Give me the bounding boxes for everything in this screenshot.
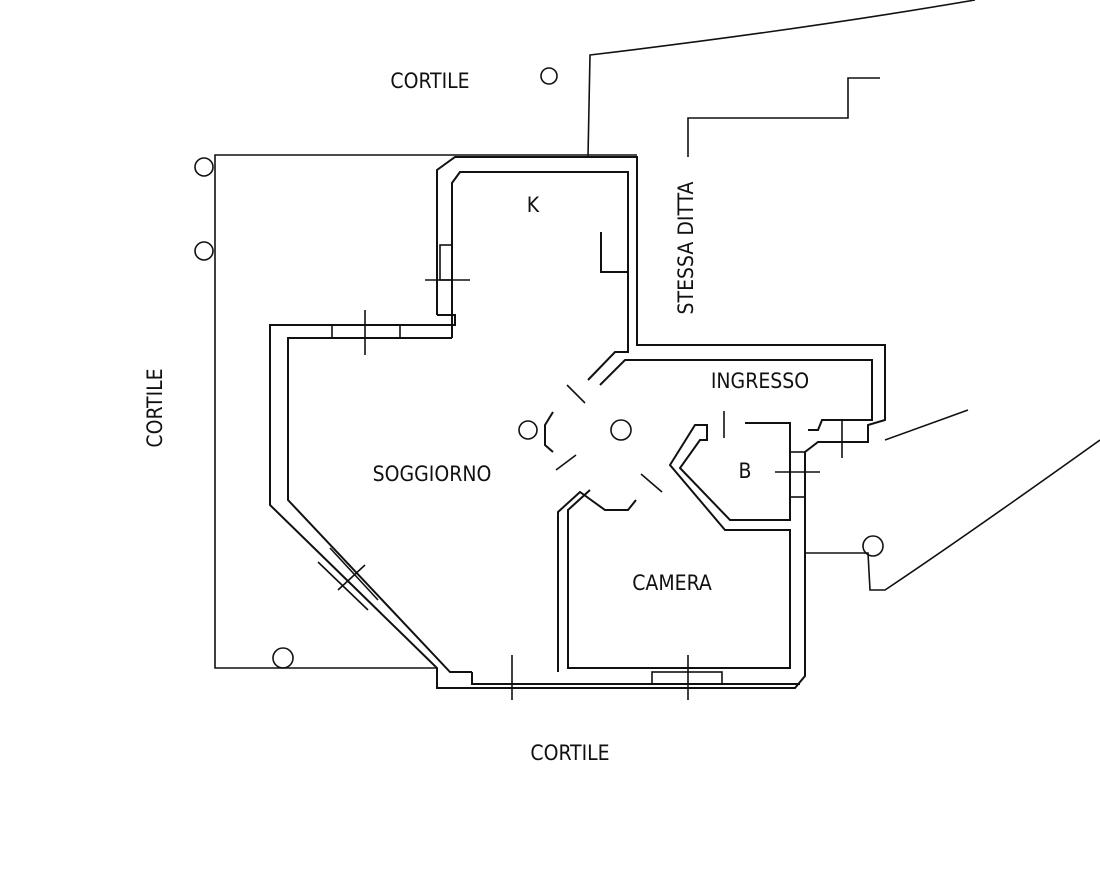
- kitchen-inner-wall: [451, 171, 629, 381]
- label-bedroom: CAMERA: [632, 571, 712, 595]
- living-inner-wall: [287, 337, 472, 673]
- window: [317, 244, 843, 700]
- column-marker: [194, 241, 214, 261]
- neighbour-outline-top: [587, 0, 976, 158]
- door-leaf: [640, 473, 663, 493]
- label-living-room: SOGGIORNO: [373, 462, 492, 486]
- hall-niche: [544, 411, 554, 453]
- neighbour-outline-right: [805, 409, 1100, 591]
- bathroom-wall: [567, 422, 791, 669]
- label-same-company: STESSA DITTA: [674, 181, 698, 314]
- outer-wall: [269, 156, 886, 689]
- label-courtyard-top: CORTILE: [390, 69, 469, 93]
- column-marker: [194, 157, 214, 177]
- door-leaf: [555, 454, 577, 471]
- bedroom-wall: [557, 490, 637, 672]
- label-courtyard-bottom: CORTILE: [530, 741, 609, 765]
- property-boundary: [214, 154, 637, 669]
- column-marker: [272, 647, 294, 669]
- column-marker: [540, 67, 558, 85]
- partition-lower: [471, 672, 800, 685]
- label-kitchen: K: [527, 193, 540, 217]
- label-entrance: INGRESSO: [711, 369, 809, 393]
- column-marker: [862, 535, 884, 557]
- label-courtyard-left: CORTILE: [143, 368, 167, 447]
- door-leaf: [566, 384, 586, 404]
- kitchen-stub-wall: [600, 232, 628, 273]
- neighbour-steps: [687, 77, 880, 157]
- column-marker: [518, 420, 538, 440]
- entrance-inner-wall: [599, 359, 873, 431]
- label-bathroom: B: [739, 459, 752, 483]
- column-marker: [610, 419, 632, 441]
